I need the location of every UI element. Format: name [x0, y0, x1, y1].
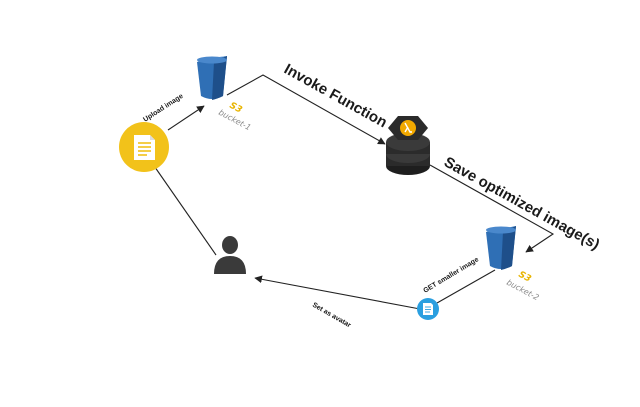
arrow-save	[429, 164, 555, 253]
label-invoke-function: Invoke Function	[281, 61, 390, 132]
arrow-upload	[167, 105, 205, 131]
label-upload-image: Upload image	[142, 93, 184, 124]
s3-bucket-icon	[197, 56, 227, 100]
document-icon	[119, 122, 169, 172]
s3-bucket-icon	[486, 226, 516, 270]
arrow-avatar	[254, 275, 421, 310]
label-set-as-avatar: Set as avatar	[311, 302, 352, 330]
connectors	[149, 74, 555, 310]
label-get-smaller-image: GET smaller image	[422, 256, 480, 295]
arrow-invoke	[226, 74, 386, 145]
lambda-stack-icon	[386, 116, 430, 175]
line-user-upload	[149, 159, 217, 256]
document-icon	[417, 298, 439, 320]
user-icon	[214, 236, 246, 274]
label-save-optimized: Save optimized image(s)	[441, 154, 602, 254]
line-get	[436, 269, 496, 304]
